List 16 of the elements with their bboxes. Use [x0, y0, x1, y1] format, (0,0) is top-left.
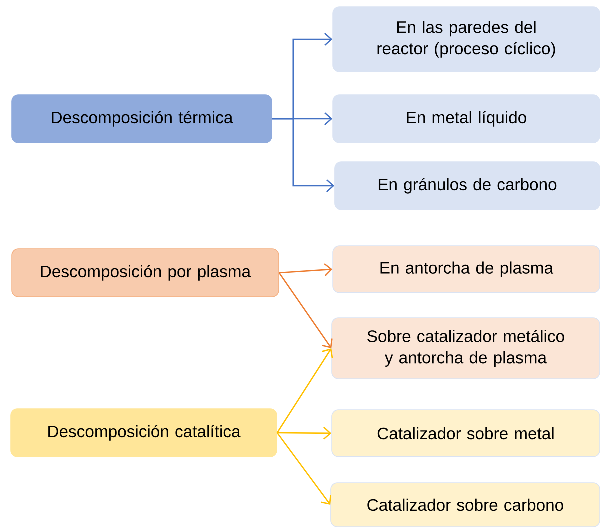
result-box: Catalizador sobre carbono	[330, 482, 600, 527]
result-box: Catalizador sobre metal	[332, 410, 600, 458]
result-box: En antorcha de plasma	[332, 246, 600, 294]
arrow	[276, 432, 332, 505]
method-box: Descomposición por plasma	[12, 248, 280, 298]
result-box: En las paredes del reactor (proceso cíclico)	[332, 6, 600, 72]
result-box: Sobre catalizador metálico y antorcha de plasma	[332, 318, 600, 380]
method-box: Descomposición catalítica	[10, 408, 278, 458]
arrow	[278, 272, 333, 348]
result-box: En metal líquido	[332, 94, 600, 144]
result-box: En gránulos de carbono	[334, 162, 600, 210]
arrow	[279, 263, 333, 276]
method-box: Descomposición térmica	[12, 94, 272, 144]
arrow	[276, 348, 334, 434]
arrow	[277, 426, 332, 440]
arrow	[272, 118, 335, 192]
